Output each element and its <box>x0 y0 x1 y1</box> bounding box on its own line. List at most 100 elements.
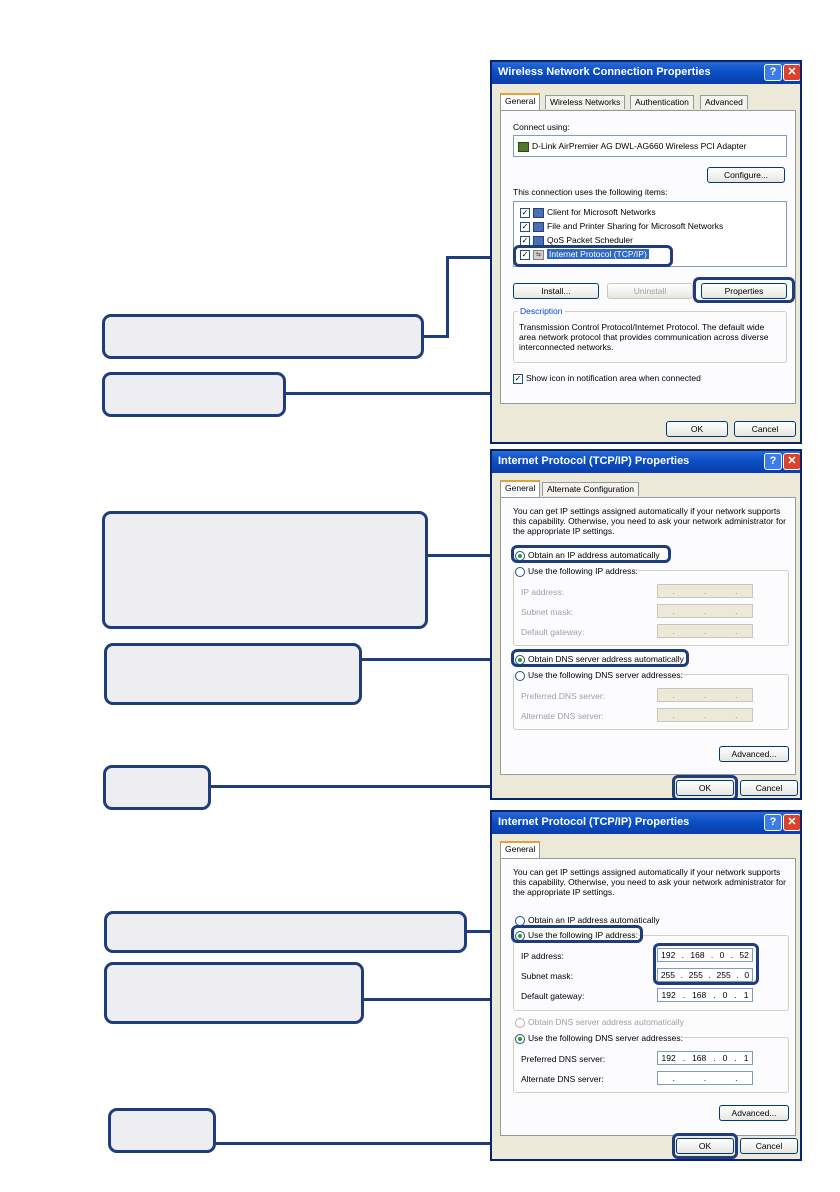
show-icon-option[interactable]: ✓Show icon in notification area when con… <box>513 373 701 384</box>
install-button[interactable]: Install... <box>513 283 599 299</box>
preferred-dns-label: Preferred DNS server: <box>521 691 606 701</box>
list-item[interactable]: ✓File and Printer Sharing for Microsoft … <box>520 221 723 232</box>
use-dns-option[interactable]: Use the following DNS server addresses: <box>515 670 683 681</box>
callout-use-following-ip <box>104 911 467 953</box>
configure-button[interactable]: Configure... <box>707 167 785 183</box>
client-icon <box>533 207 544 218</box>
cancel-button[interactable]: Cancel <box>740 780 798 796</box>
highlight-tcpip <box>513 245 673 267</box>
gateway-field: ... <box>657 624 753 638</box>
cancel-button[interactable]: Cancel <box>740 1138 798 1154</box>
highlight-use-ip <box>511 925 643 943</box>
octet: 192 <box>661 1053 676 1063</box>
window-title: Internet Protocol (TCP/IP) Properties <box>498 816 690 828</box>
octet: 1 <box>743 1053 749 1063</box>
gateway-label: Default gateway: <box>521 627 585 637</box>
octet: 0 <box>719 950 725 960</box>
octet: 52 <box>739 950 749 960</box>
obtain-dns-option: Obtain DNS server address automatically <box>515 1017 684 1028</box>
option-label: Use the following DNS server addresses: <box>528 670 683 680</box>
description-group <box>513 311 787 363</box>
radio-button[interactable] <box>515 1033 525 1044</box>
intro-text: You can get IP settings assigned automat… <box>513 506 786 536</box>
help-button[interactable]: ? <box>764 453 782 470</box>
callout-obtain-dns <box>104 643 362 705</box>
preferred-dns-field[interactable]: 192.168.0.1 <box>657 1051 753 1065</box>
tab-wireless-networks[interactable]: Wireless Networks <box>545 95 626 109</box>
checkbox[interactable]: ✓ <box>520 249 530 260</box>
printer-sharing-icon <box>533 221 544 232</box>
connector-line <box>362 658 510 661</box>
tab-general[interactable]: General <box>500 480 541 497</box>
list-item-label: Internet Protocol (TCP/IP) <box>547 249 649 259</box>
tab-general[interactable]: General <box>500 93 541 110</box>
ip-address-field[interactable]: 192.168.0.52 <box>657 948 753 962</box>
tab-authentication[interactable]: Authentication <box>630 95 694 109</box>
window-title: Internet Protocol (TCP/IP) Properties <box>498 455 690 467</box>
octet: 192 <box>661 990 676 1000</box>
gateway-label: Default gateway: <box>521 991 585 1001</box>
uninstall-button: Uninstall <box>607 283 693 299</box>
highlight-ip-subnet <box>653 943 759 985</box>
highlight-properties <box>693 277 795 303</box>
list-item-tcpip[interactable]: ✓⇆Internet Protocol (TCP/IP) <box>520 249 649 260</box>
option-label: Use the following DNS server addresses: <box>528 1033 683 1043</box>
callout-click-properties <box>102 372 286 417</box>
close-button[interactable]: ✕ <box>783 814 800 831</box>
help-button[interactable]: ? <box>764 64 782 81</box>
use-ip-option[interactable]: Use the following IP address: <box>515 566 638 577</box>
option-label: Obtain an IP address automatically <box>528 915 660 925</box>
ok-button[interactable]: OK <box>676 780 734 796</box>
tab-general[interactable]: General <box>500 841 541 858</box>
gateway-field[interactable]: 192.168.0.1 <box>657 988 753 1002</box>
adapter-name: D-Link AirPremier AG DWL-AG660 Wireless … <box>532 141 747 151</box>
checkbox[interactable]: ✓ <box>520 221 530 232</box>
close-button[interactable]: ✕ <box>783 64 800 81</box>
alternate-dns-field[interactable]: ... <box>657 1071 753 1085</box>
list-item[interactable]: ✓Client for Microsoft Networks <box>520 207 656 218</box>
title-bar[interactable]: Internet Protocol (TCP/IP) Properties ? … <box>492 812 800 834</box>
highlight-obtain-dns <box>511 649 689 667</box>
use-dns-option[interactable]: Use the following DNS server addresses: <box>515 1033 683 1044</box>
tcpip-properties-dialog-static: Internet Protocol (TCP/IP) Properties ? … <box>490 810 802 1161</box>
cancel-button[interactable]: Cancel <box>734 421 796 437</box>
connect-using-label: Connect using: <box>513 122 570 132</box>
alternate-dns-label: Alternate DNS server: <box>521 1074 604 1084</box>
octet: 255 <box>716 970 731 980</box>
ip-address-label: IP address: <box>521 951 564 961</box>
connector-line <box>428 554 510 557</box>
items-label: This connection uses the following items… <box>513 187 668 197</box>
properties-button[interactable]: Properties <box>701 283 787 299</box>
tab-advanced[interactable]: Advanced <box>700 95 748 109</box>
callout-select-tcpip <box>102 314 424 359</box>
advanced-button[interactable]: Advanced... <box>719 1105 789 1121</box>
title-bar[interactable]: Internet Protocol (TCP/IP) Properties ? … <box>492 451 800 473</box>
ip-group <box>513 935 789 1011</box>
title-bar[interactable]: Wireless Network Connection Properties ?… <box>492 62 800 84</box>
alternate-dns-field: ... <box>657 708 753 722</box>
general-panel: You can get IP settings assigned automat… <box>500 497 796 775</box>
advanced-button[interactable]: Advanced... <box>719 746 789 762</box>
octet: 192 <box>661 950 676 960</box>
octet: 168 <box>690 950 705 960</box>
connector-line <box>211 785 673 788</box>
description-text: Transmission Control Protocol/Internet P… <box>519 322 769 352</box>
list-item-label: QoS Packet Scheduler <box>547 235 633 245</box>
checkbox[interactable]: ✓ <box>513 373 523 384</box>
show-icon-label: Show icon in notification area when conn… <box>526 373 701 383</box>
radio-button[interactable] <box>515 566 525 577</box>
ok-button[interactable]: OK <box>676 1138 734 1154</box>
radio-button[interactable] <box>515 670 525 681</box>
wireless-properties-dialog: Wireless Network Connection Properties ?… <box>490 60 802 444</box>
ok-button[interactable]: OK <box>666 421 728 437</box>
option-label: Obtain DNS server address automatically <box>528 1017 684 1027</box>
help-button[interactable]: ? <box>764 814 782 831</box>
tab-alternate-configuration[interactable]: Alternate Configuration <box>542 482 639 496</box>
callout-click-ok <box>108 1108 216 1153</box>
tcpip-properties-dialog: Internet Protocol (TCP/IP) Properties ? … <box>490 449 802 800</box>
octet: 0 <box>722 1053 728 1063</box>
close-button[interactable]: ✕ <box>783 453 800 470</box>
checkbox[interactable]: ✓ <box>520 207 530 218</box>
highlight-ok <box>672 775 738 798</box>
subnet-mask-field[interactable]: 255.255.255.0 <box>657 968 753 982</box>
